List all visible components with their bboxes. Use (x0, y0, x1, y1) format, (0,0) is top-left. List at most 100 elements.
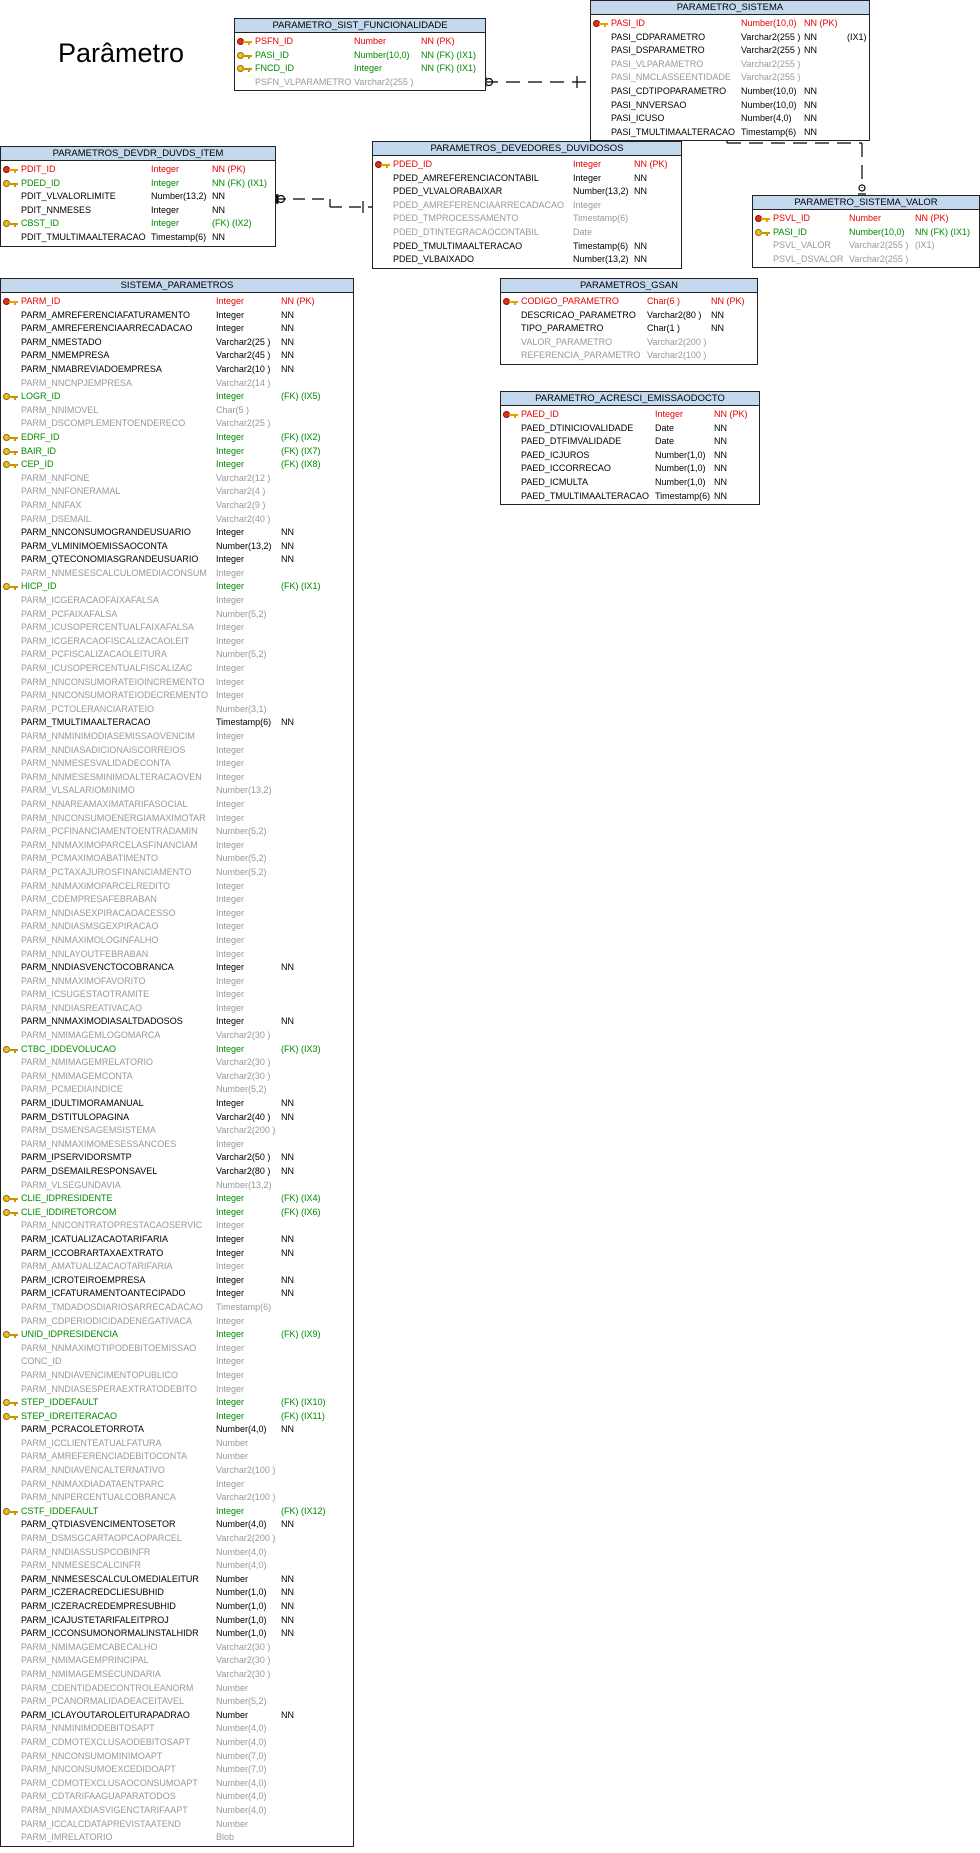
column-row[interactable]: PARM_CDPERIODICIDADENEGATIVACAInteger (1, 1315, 353, 1329)
column-row[interactable]: FNCD_IDIntegerNN (FK) (IX1) (235, 62, 485, 76)
column-row[interactable]: PARM_NNCONSUMOGRANDEUSUARIOIntegerNN (1, 526, 353, 540)
column-row[interactable]: VALOR_PARAMETROVarchar2(200 ) (501, 336, 757, 350)
column-row[interactable]: PARM_AMATUALIZACAOTARIFARIAInteger (1, 1260, 353, 1274)
column-row[interactable]: PARM_AMREFERENCIAFATURAMENTOIntegerNN (1, 309, 353, 323)
column-row[interactable]: EDRF_IDInteger(FK) (IX2) (1, 431, 353, 445)
column-row[interactable]: BAIR_IDInteger(FK) (IX7) (1, 445, 353, 459)
column-row[interactable]: PARM_NNDIASEXPIRACAOACESSOInteger (1, 907, 353, 921)
column-row[interactable]: PARM_DSMSGCARTAOPCAOPARCELVarchar2(200 ) (1, 1532, 353, 1546)
column-row[interactable]: PARM_NMABREVIADOEMPRESAVarchar2(10 )NN (1, 363, 353, 377)
column-row[interactable]: PAED_DTFIMVALIDADEDateNN (501, 435, 759, 449)
column-row[interactable]: PASI_TMULTIMAALTERACAOTimestamp(6)NN (591, 126, 869, 140)
column-row[interactable]: PASI_CDPARAMETROVarchar2(255 )NN(IX1) (591, 31, 869, 45)
column-row[interactable]: PARM_ICZERACREDCLIESUBHIDNumber(1,0)NN (1, 1586, 353, 1600)
column-row[interactable]: PARM_NNCONSUMORATEIODECREMENTOInteger (1, 689, 353, 703)
column-row[interactable]: PARM_NMIMAGEMCONTAVarchar2(30 ) (1, 1070, 353, 1084)
column-row[interactable]: PARM_PCFISCALIZACAOLEITURANumber(5,2) (1, 648, 353, 662)
column-row[interactable]: PASI_ICUSONumber(4,0)NN (591, 112, 869, 126)
column-row[interactable]: PARM_ICCLIENTEATUALFATURANumber (1, 1437, 353, 1451)
column-row[interactable]: PARM_CDENTIDADECONTROLEANORMNumber (1, 1682, 353, 1696)
column-row[interactable]: PDED_DTINTEGRACAOCONTABILDate (373, 226, 681, 240)
column-row[interactable]: PARM_NNMAXIMOPARCELASFINANCIAMInteger (1, 839, 353, 853)
table-parametros-devedores-duvidosos[interactable]: PARAMETROS_DEVEDORES_DUVIDOSOSPDED_IDInt… (372, 141, 682, 269)
column-row[interactable]: PARM_PCMEDIAINDICENumber(5,2) (1, 1083, 353, 1097)
column-row[interactable]: PARM_TMULTIMAALTERACAOTimestamp(6)NN (1, 716, 353, 730)
table-parametro-acresci-emissaodocto[interactable]: PARAMETRO_ACRESCI_EMISSAODOCTOPAED_IDInt… (500, 391, 760, 506)
table-parametro-sist-funcionalidade[interactable]: PARAMETRO_SIST_FUNCIONALIDADEPSFN_IDNumb… (234, 18, 486, 92)
column-row[interactable]: PARM_IPSERVIDORSMTPVarchar2(50 )NN (1, 1151, 353, 1165)
column-row[interactable]: PDIT_VLVALORLIMITENumber(13,2)NN (1, 190, 275, 204)
column-row[interactable]: PARM_ICCONSUMONORMALINSTALHIDRNumber(1,0… (1, 1627, 353, 1641)
column-row[interactable]: PARM_NNCNPJEMPRESAVarchar2(14 ) (1, 377, 353, 391)
column-row[interactable]: PARM_CDTARIFAAGUAPARATODOSNumber(4,0) (1, 1790, 353, 1804)
column-row[interactable]: PARM_CDEMPRESAFEBRABANInteger (1, 893, 353, 907)
column-row[interactable]: STEP_IDDEFAULTInteger(FK) (IX10) (1, 1396, 353, 1410)
column-row[interactable]: PARM_NNMAXIMOFAVORITOInteger (1, 975, 353, 989)
column-row[interactable]: LOGR_IDInteger(FK) (IX5) (1, 390, 353, 404)
column-row[interactable]: TIPO_PARAMETROChar(1 )NN (501, 322, 757, 336)
column-row[interactable]: PASI_CDTIPOPARAMETRONumber(10,0)NN (591, 85, 869, 99)
column-row[interactable]: PARM_NNDIASREATIVACAOInteger (1, 1002, 353, 1016)
column-row[interactable]: PASI_IDNumber(10,0)NN (FK) (IX1) (753, 226, 979, 240)
column-row[interactable]: PARM_NNMINIMODIASEMISSAOVENCIMInteger (1, 730, 353, 744)
column-row[interactable]: PARM_NNFONERAMALVarchar2(4 ) (1, 485, 353, 499)
column-row[interactable]: PARM_DSMENSAGEMSISTEMAVarchar2(200 ) (1, 1124, 353, 1138)
column-row[interactable]: PARM_DSEMAILVarchar2(40 ) (1, 513, 353, 527)
column-row[interactable]: REFERENCIA_PARAMETROVarchar2(100 ) (501, 349, 757, 363)
column-row[interactable]: PARM_NNFAXVarchar2(9 ) (1, 499, 353, 513)
column-row[interactable]: PARM_QTECONOMIASGRANDEUSUARIOIntegerNN (1, 553, 353, 567)
column-row[interactable]: PARM_ICUSOPERCENTUALFAIXAFALSAInteger (1, 621, 353, 635)
column-row[interactable]: PARM_IDULTIMORAMANUALIntegerNN (1, 1097, 353, 1111)
column-row[interactable]: PARM_NNLAYOUTFEBRABANInteger (1, 948, 353, 962)
column-row[interactable]: PDED_VLBAIXADONumber(13,2)NN (373, 253, 681, 267)
column-row[interactable]: CTBC_IDDEVOLUCAOInteger(FK) (IX3) (1, 1043, 353, 1057)
column-row[interactable]: PARM_PCTOLERANCIARATEIONumber(3,1) (1, 703, 353, 717)
column-row[interactable]: PAED_TMULTIMAALTERACAOTimestamp(6)NN (501, 490, 759, 504)
column-row[interactable]: PASI_VLPARAMETROVarchar2(255 ) (591, 58, 869, 72)
column-row[interactable]: PARM_NNDIASSUSPCOBINFRNumber(4,0) (1, 1546, 353, 1560)
column-row[interactable]: PARM_NNMAXIMOPARCELREDITOInteger (1, 880, 353, 894)
column-row[interactable]: PASI_NMCLASSEENTIDADEVarchar2(255 ) (591, 71, 869, 85)
column-row[interactable]: PARM_ICGERACAOFISCALIZACAOLEITInteger (1, 635, 353, 649)
column-row[interactable]: PARM_IMRELATORIOBlob (1, 1831, 353, 1845)
column-row[interactable]: PAED_DTINICIOVALIDADEDateNN (501, 422, 759, 436)
column-row[interactable]: PARM_TMDADOSDIARIOSARRECADACAOTimestamp(… (1, 1301, 353, 1315)
column-row[interactable]: PARM_NNMAXIMOMESESSANCOESInteger (1, 1138, 353, 1152)
column-row[interactable]: PARM_NNCONSUMOENERGIAMAXIMOTARInteger (1, 812, 353, 826)
column-row[interactable]: PSFN_VLPARAMETROVarchar2(255 ) (235, 76, 485, 90)
column-row[interactable]: PARM_NNMESESCALCINFRNumber(4,0) (1, 1559, 353, 1573)
column-row[interactable]: PARM_ICLAYOUTAROLEITURAPADRAONumberNN (1, 1709, 353, 1723)
column-row[interactable]: PARM_PCTAXAJUROSFINANCIAMENTONumber(5,2) (1, 866, 353, 880)
column-row[interactable]: PARM_NMIMAGEMSECUNDARIAVarchar2(30 ) (1, 1668, 353, 1682)
column-row[interactable]: PARM_NNMESESCALCULOMEDIACONSUMInteger (1, 567, 353, 581)
column-row[interactable]: PARM_NNPERCENTUALCOBRANCAVarchar2(100 ) (1, 1491, 353, 1505)
column-row[interactable]: PARM_ICSUGESTAOTRAMITEInteger (1, 988, 353, 1002)
column-row[interactable]: PARM_QTDIASVENCIMENTOSETORNumber(4,0)NN (1, 1518, 353, 1532)
column-row[interactable]: PARM_ICZERACREDEMPRESUBHIDNumber(1,0)NN (1, 1600, 353, 1614)
column-row[interactable]: PDED_VLVALORABAIXARNumber(13,2)NN (373, 185, 681, 199)
column-row[interactable]: STEP_IDREITERACAOInteger(FK) (IX11) (1, 1410, 353, 1424)
column-row[interactable]: PARM_NMIMAGEMPRINCIPALVarchar2(30 ) (1, 1654, 353, 1668)
column-row[interactable]: PARM_NNDIASVENCTOCOBRANCAIntegerNN (1, 961, 353, 975)
column-row[interactable]: PARM_NNMAXIMOLOGINFALHOInteger (1, 934, 353, 948)
column-row[interactable]: PARM_NNDIASMSGEXPIRACAOInteger (1, 920, 353, 934)
column-row[interactable]: PARM_PCANORMALIDADEACEITAVELNumber(5,2) (1, 1695, 353, 1709)
column-row[interactable]: PDED_IDIntegerNN (FK) (IX1) (1, 177, 275, 191)
column-row[interactable]: PARM_NMIMAGEMLOGOMARCAVarchar2(30 ) (1, 1029, 353, 1043)
column-row[interactable]: PARM_NNCONSUMORATEIOINCREMENTOInteger (1, 676, 353, 690)
column-row[interactable]: PDED_TMPROCESSAMENTOTimestamp(6) (373, 212, 681, 226)
column-row[interactable]: PARM_NNIMOVELChar(5 ) (1, 404, 353, 418)
column-row[interactable]: PAED_ICJUROSNumber(1,0)NN (501, 449, 759, 463)
column-row[interactable]: PSVL_DSVALORVarchar2(255 ) (753, 253, 979, 267)
column-row[interactable]: CODIGO_PARAMETROChar(6 )NN (PK) (501, 295, 757, 309)
column-row[interactable]: PARM_NNCONTRATOPRESTACAOSERVICInteger (1, 1219, 353, 1233)
column-row[interactable]: PARM_CDMOTEXCLUSAODEBITOSAPTNumber(4,0) (1, 1736, 353, 1750)
column-row[interactable]: PDED_TMULTIMAALTERACAOTimestamp(6)NN (373, 240, 681, 254)
column-row[interactable]: PARM_NMIMAGEMRELATORIOVarchar2(30 ) (1, 1056, 353, 1070)
column-row[interactable]: PARM_ICFATURAMENTOANTECIPADOIntegerNN (1, 1287, 353, 1301)
column-row[interactable]: PARM_ICUSOPERCENTUALFISCALIZACInteger (1, 662, 353, 676)
column-row[interactable]: PSFN_IDNumberNN (PK) (235, 35, 485, 49)
column-row[interactable]: PAED_ICMULTANumber(1,0)NN (501, 476, 759, 490)
column-row[interactable]: CONC_IDInteger (1, 1355, 353, 1369)
column-row[interactable]: CBST_IDInteger(FK) (IX2) (1, 217, 275, 231)
